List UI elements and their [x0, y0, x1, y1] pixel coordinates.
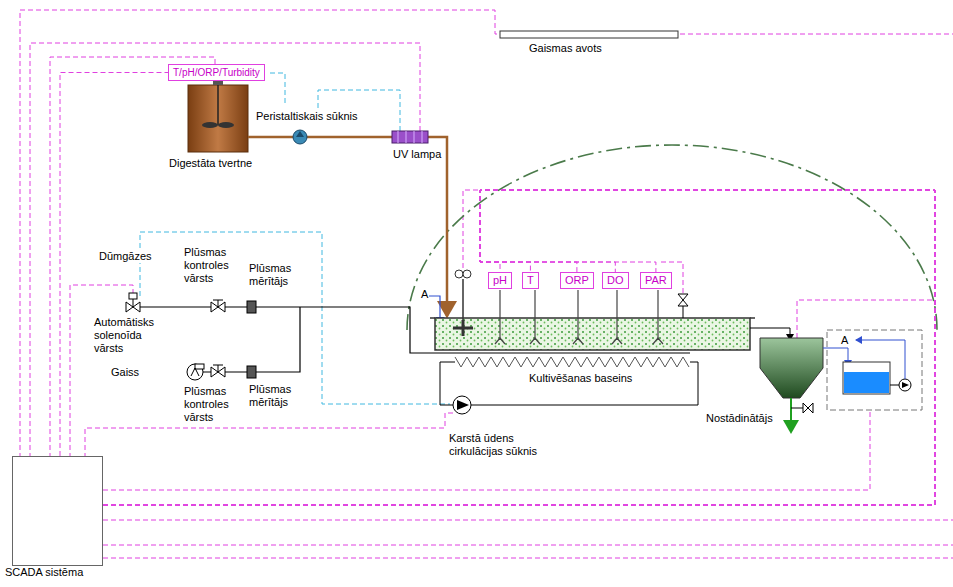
- part-label: Nostādinātājs: [705, 412, 774, 425]
- part-label: A: [840, 334, 849, 347]
- part-label: A: [420, 288, 429, 301]
- signal-line: [103, 190, 935, 505]
- sensor-box: DO: [602, 272, 629, 289]
- scada-box: SCADA sistēma: [12, 456, 103, 566]
- part-label: Plūsmas mērītājs: [248, 383, 302, 409]
- signal-line: [60, 73, 168, 457]
- sensor-box: T/pH/ORP/Turbidity: [168, 64, 265, 81]
- signal-line: [103, 190, 935, 505]
- part-label: Plūsmas kontroles vārsts: [183, 246, 241, 285]
- node-text: PAR: [645, 274, 667, 286]
- part-label: Karstā ūdens cirkulācijas sūknis: [448, 432, 570, 458]
- signal-line: [103, 190, 935, 505]
- part-label: Gaiss: [110, 366, 140, 379]
- signal-line: [103, 190, 935, 505]
- node-text: T: [527, 274, 534, 286]
- signal-line: [103, 190, 935, 505]
- part-label: Peristaltiskais sūknis: [255, 110, 358, 123]
- part-label: Digestāta tvertne: [168, 157, 253, 170]
- part-label: Kultivēšanas baseins: [528, 372, 633, 385]
- part-label: UV lampa: [392, 148, 442, 161]
- part-label: Gaismas avots: [528, 42, 603, 55]
- part-label: Plūsmas mērītājs: [248, 262, 302, 288]
- part-label: Automātisks solenoīda vārsts: [93, 316, 167, 355]
- node-text: T/pH/ORP/Turbidity: [173, 67, 260, 78]
- node-text: ORP: [565, 274, 589, 286]
- part-label: Plūsmas kontroles vārsts: [183, 385, 241, 424]
- sensor-box: T: [522, 272, 539, 289]
- sensor-box: pH: [488, 272, 512, 289]
- part-label: Dūmgāzes: [98, 250, 153, 263]
- node-text: pH: [493, 274, 507, 286]
- node-text: DO: [607, 274, 624, 286]
- node-text: SCADA sistēma: [5, 566, 83, 579]
- sensor-box: PAR: [640, 272, 672, 289]
- sensor-box: ORP: [560, 272, 594, 289]
